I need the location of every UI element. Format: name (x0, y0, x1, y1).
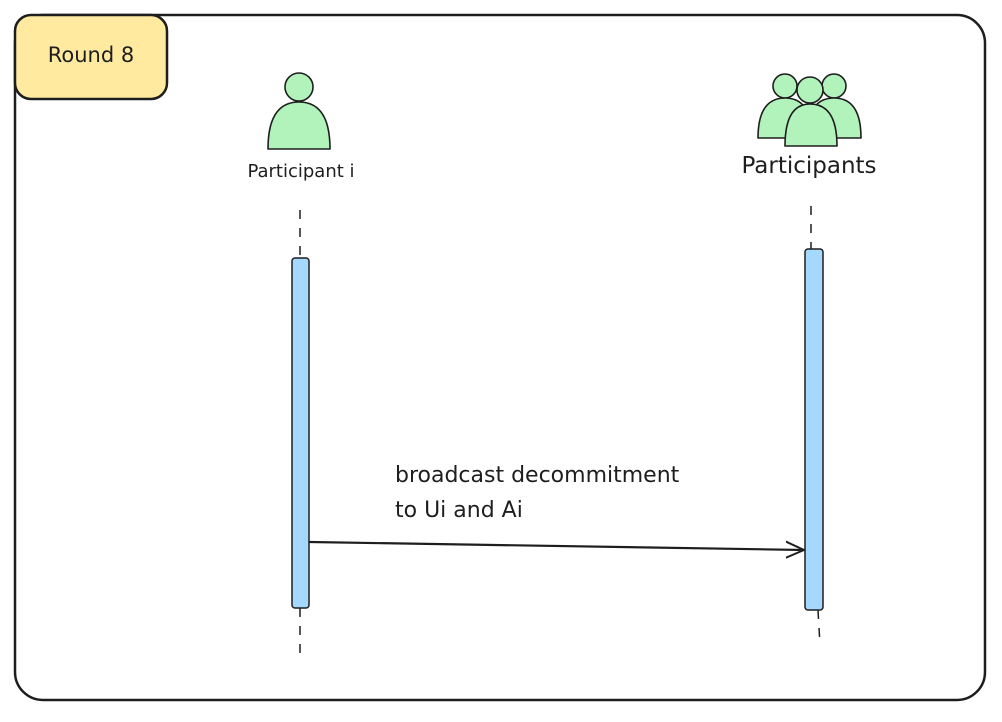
participant-i-label: Participant i (247, 161, 354, 182)
lifeline-participants-bottom (817, 609, 821, 646)
round-frame (13, 13, 987, 702)
round-label-box: Round 8 (13, 13, 169, 101)
message-line-2: to Ui and Ai (395, 498, 523, 523)
person-icon (267, 72, 331, 150)
message-arrow (308, 542, 806, 550)
group-icon (757, 73, 862, 147)
participants-label: Participants (741, 153, 876, 179)
activation-bar-participant-i (291, 257, 310, 609)
round-label: Round 8 (48, 43, 134, 67)
activation-bar-participants (804, 248, 824, 611)
message-label: broadcast decommitment to Ui and Ai (395, 463, 686, 523)
message-line-1: broadcast decommitment (395, 463, 680, 488)
